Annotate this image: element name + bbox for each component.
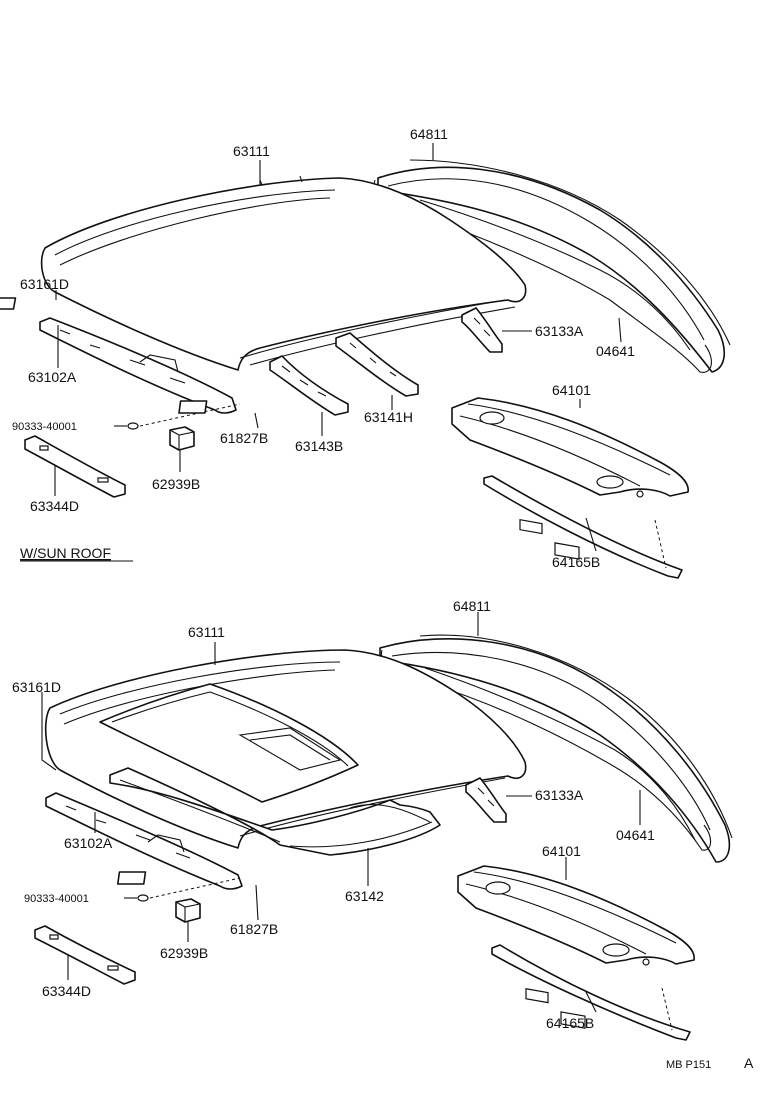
section-title-sun-roof: W/SUN ROOF bbox=[20, 545, 111, 561]
upper-screw-shape bbox=[127, 422, 139, 430]
label-upper-63143B: 63143B bbox=[295, 438, 343, 454]
upper-assembly bbox=[0, 159, 731, 579]
upper-leaders bbox=[54, 143, 622, 552]
label-upper-62939B: 62939B bbox=[152, 476, 200, 492]
lower-small-pad-shape bbox=[116, 871, 147, 885]
upper-back-window-glass-shape bbox=[377, 159, 731, 373]
label-upper-61827B: 61827B bbox=[220, 430, 268, 446]
footer-suffix: A bbox=[744, 1055, 754, 1071]
label-lower-04641: 04641 bbox=[616, 827, 655, 843]
upper-roof-panel-shape bbox=[40, 175, 527, 371]
lower-tray-reinforcement-shape bbox=[491, 944, 691, 1041]
upper-tray-reinforcement-shape bbox=[483, 475, 683, 579]
lower-screw-shape bbox=[137, 894, 149, 902]
label-lower-61827B: 61827B bbox=[230, 921, 278, 937]
label-upper-64101: 64101 bbox=[552, 382, 591, 398]
upper-small-pad-shape bbox=[178, 400, 208, 414]
label-upper-63102A: 63102A bbox=[28, 369, 77, 385]
label-upper-63161D: 63161D bbox=[20, 276, 69, 292]
lower-spacer-shape bbox=[175, 898, 201, 923]
label-lower-63142: 63142 bbox=[345, 888, 384, 904]
label-lower-64811: 64811 bbox=[453, 598, 491, 614]
lower-sunroof-reinforcement-shape bbox=[109, 767, 441, 856]
label-lower-63161D: 63161D bbox=[12, 679, 61, 695]
label-lower-64101: 64101 bbox=[542, 843, 581, 859]
label-lower-63111: 63111 bbox=[188, 624, 225, 640]
upper-header-panel-shape bbox=[39, 317, 237, 414]
lower-back-window-glass-shape bbox=[379, 634, 733, 863]
lower-package-tray-shape bbox=[457, 865, 695, 1029]
upper-labels: 63111 64811 63161D 63102A 90333-40001 63… bbox=[12, 126, 635, 570]
lower-roof-panel-shape bbox=[44, 649, 527, 849]
upper-header-pad-shape bbox=[0, 297, 17, 310]
label-lower-90333-40001: 90333-40001 bbox=[24, 893, 89, 905]
label-lower-62939B: 62939B bbox=[160, 945, 208, 961]
upper-spacer-shape bbox=[169, 426, 195, 451]
label-upper-64811: 64811 bbox=[410, 126, 448, 142]
label-lower-63133A: 63133A bbox=[535, 787, 584, 803]
label-upper-63344D: 63344D bbox=[30, 498, 79, 514]
label-lower-63344D: 63344D bbox=[42, 983, 91, 999]
lower-leaders bbox=[41, 612, 641, 1013]
label-lower-63102A: 63102A bbox=[64, 835, 113, 851]
label-upper-63133A: 63133A bbox=[535, 323, 584, 339]
lower-assembly bbox=[34, 634, 733, 1041]
label-upper-63111: 63111 bbox=[233, 143, 270, 159]
lower-labels: 63111 64811 63161D 63102A 90333-40001 63… bbox=[12, 598, 655, 1031]
label-upper-90333-40001: 90333-40001 bbox=[12, 421, 77, 433]
label-upper-04641: 04641 bbox=[596, 343, 635, 359]
lower-reinforcement-rear-shape bbox=[465, 777, 507, 823]
label-upper-64165B: 64165B bbox=[552, 554, 600, 570]
lower-bracket-shape bbox=[34, 925, 136, 985]
label-upper-63141H: 63141H bbox=[364, 409, 413, 425]
upper-reinforcement-mid-shape bbox=[269, 355, 349, 416]
upper-package-tray-shape bbox=[451, 397, 689, 560]
footer-code: MB P151 bbox=[666, 1059, 711, 1071]
upper-reinforcement-bow-shape bbox=[335, 332, 419, 397]
label-lower-64165B: 64165B bbox=[546, 1015, 594, 1031]
upper-reinforcement-rear-shape bbox=[461, 307, 503, 353]
upper-bracket-shape bbox=[24, 435, 126, 498]
